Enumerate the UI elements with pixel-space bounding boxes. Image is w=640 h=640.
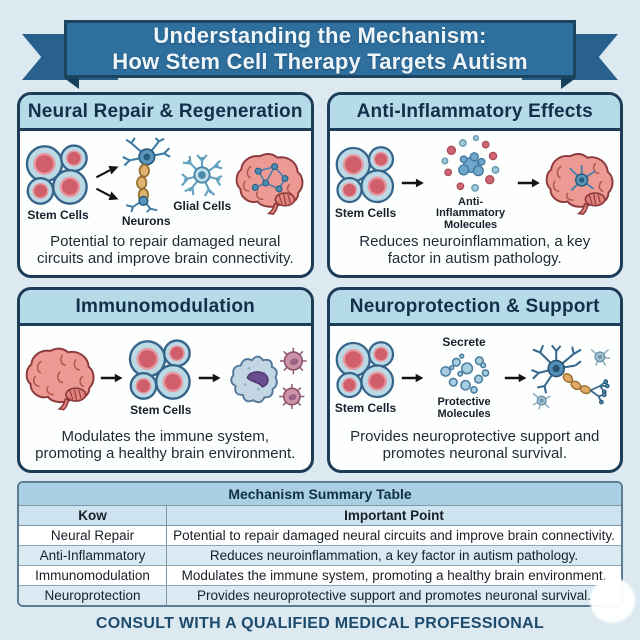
panel-caption: Provides neuroprotective support and pro… xyxy=(350,428,600,462)
neurons-cluster-icon xyxy=(530,344,610,410)
watermark-circle xyxy=(590,578,635,623)
panel-title: Anti-Inflammatory Effects xyxy=(356,100,593,122)
table-cell-mechanism: Immunomodulation xyxy=(19,565,167,586)
panel-title: Neural Repair & Regeneration xyxy=(27,100,303,122)
anti-inflammatory-illustration: Stem Cells Anti-Inflammatory Molecules xyxy=(330,131,621,232)
banner-band: Understanding the Mechanism: How Stem Ce… xyxy=(64,20,576,78)
table-cell-mechanism: Neural Repair xyxy=(19,525,167,546)
mechanism-summary-table: Mechanism Summary Table Kow Important Po… xyxy=(17,481,623,607)
protective-molecules-icon xyxy=(440,353,490,394)
split-arrows-icon xyxy=(95,165,119,200)
ribbon-fold-right-icon xyxy=(561,78,576,89)
arrow-right-icon xyxy=(401,178,424,187)
panel-header: Neural Repair & Regeneration xyxy=(20,95,311,131)
ribbon-fold-left-icon xyxy=(64,78,79,89)
arrow-right-icon xyxy=(198,373,221,382)
arrow-right-icon xyxy=(505,373,527,382)
brain-neuron-icon xyxy=(545,152,614,215)
molecules-label: Anti-Inflammatory Molecules xyxy=(436,195,506,231)
banner-title-line2: How Stem Cell Therapy Targets Autism xyxy=(112,49,528,74)
table-row: Immunomodulation Modulates the immune sy… xyxy=(19,565,621,586)
table-row: Neuroprotection Provides neuroprotective… xyxy=(19,585,621,605)
table-row: Anti-Inflammatory Reduces neuroinflammat… xyxy=(19,545,621,566)
protective-molecules-label: Protective Molecules xyxy=(437,395,491,420)
panel-anti-inflammatory: Anti-Inflammatory Effects Stem Cells xyxy=(326,92,623,278)
footer-disclaimer: CONSULT WITH A QUALIFIED MEDICAL PROFESS… xyxy=(95,615,545,632)
glial-cells-label: Glial Cells xyxy=(173,199,232,213)
arrow-right-icon xyxy=(101,373,123,382)
stem-cells-label: Stem Cells xyxy=(27,208,89,222)
immune-cells-icon xyxy=(230,347,307,409)
anti-inflammatory-molecules-icon xyxy=(440,134,499,192)
neuron-icon xyxy=(122,137,171,213)
stem-cells-label: Stem Cells xyxy=(334,401,397,415)
panel-caption: Modulates the immune system, promoting a… xyxy=(35,428,296,462)
panel-title: Immunomodulation xyxy=(75,295,255,317)
arrow-right-icon xyxy=(517,178,540,187)
arrow-right-icon xyxy=(401,373,423,382)
panel-neuroprotection: Neuroprotection & Support Stem Cells Sec… xyxy=(326,287,623,473)
panel-header: Anti-Inflammatory Effects xyxy=(329,95,620,131)
table-cell-point: Potential to repair damaged neural circu… xyxy=(165,525,621,546)
stem-cells-icon xyxy=(335,341,394,399)
immunomodulation-illustration: Stem Cells xyxy=(20,326,311,427)
table-cell-point: Provides neuroprotective support and pro… xyxy=(165,585,621,605)
banner-ribbon: Understanding the Mechanism: How Stem Ce… xyxy=(0,0,640,92)
panel-neural-repair: Neural Repair & Regeneration Stem Cells xyxy=(17,92,314,278)
table-cell-point: Modulates the immune system, promoting a… xyxy=(165,565,621,586)
secrete-label: Secrete xyxy=(442,334,486,349)
table-row: Neural Repair Potential to repair damage… xyxy=(19,525,621,546)
neurons-label: Neurons xyxy=(121,214,171,228)
table-cell-mechanism: Anti-Inflammatory xyxy=(19,545,167,566)
panel-title: Neuroprotection & Support xyxy=(349,295,600,317)
stem-cells-label: Stem Cells xyxy=(130,403,192,417)
stem-cells-icon xyxy=(335,146,394,204)
panel-header: Immunomodulation xyxy=(20,290,311,326)
stem-cells-icon xyxy=(25,144,88,205)
table-cell-point: Reduces neuroinflammation, a key factor … xyxy=(165,545,621,566)
column-header-mechanism: Kow xyxy=(19,505,167,526)
panels-grid: Neural Repair & Regeneration Stem Cells xyxy=(0,92,640,473)
banner-title-line1: Understanding the Mechanism: xyxy=(153,23,487,48)
brain-network-icon xyxy=(235,152,304,215)
panel-header: Neuroprotection & Support xyxy=(329,290,620,326)
table-cell-mechanism: Neuroprotection xyxy=(19,585,167,605)
panel-caption: Reduces neuroinflammation, a key factor … xyxy=(359,233,591,267)
panel-caption: Potential to repair damaged neural circu… xyxy=(37,233,294,267)
neuroprotection-illustration: Stem Cells Secrete Protective Molecules xyxy=(330,326,621,427)
table-title: Mechanism Summary Table xyxy=(19,483,621,506)
stem-cells-label: Stem Cells xyxy=(334,206,397,220)
glial-cell-icon xyxy=(181,154,223,197)
stem-cells-icon xyxy=(128,339,191,400)
neural-repair-illustration: Stem Cells Neurons xyxy=(20,131,311,232)
panel-immunomodulation: Immunomodulation Stem Cells xyxy=(17,287,314,473)
brain-icon xyxy=(25,347,95,410)
column-header-important-point: Important Point xyxy=(165,505,621,526)
